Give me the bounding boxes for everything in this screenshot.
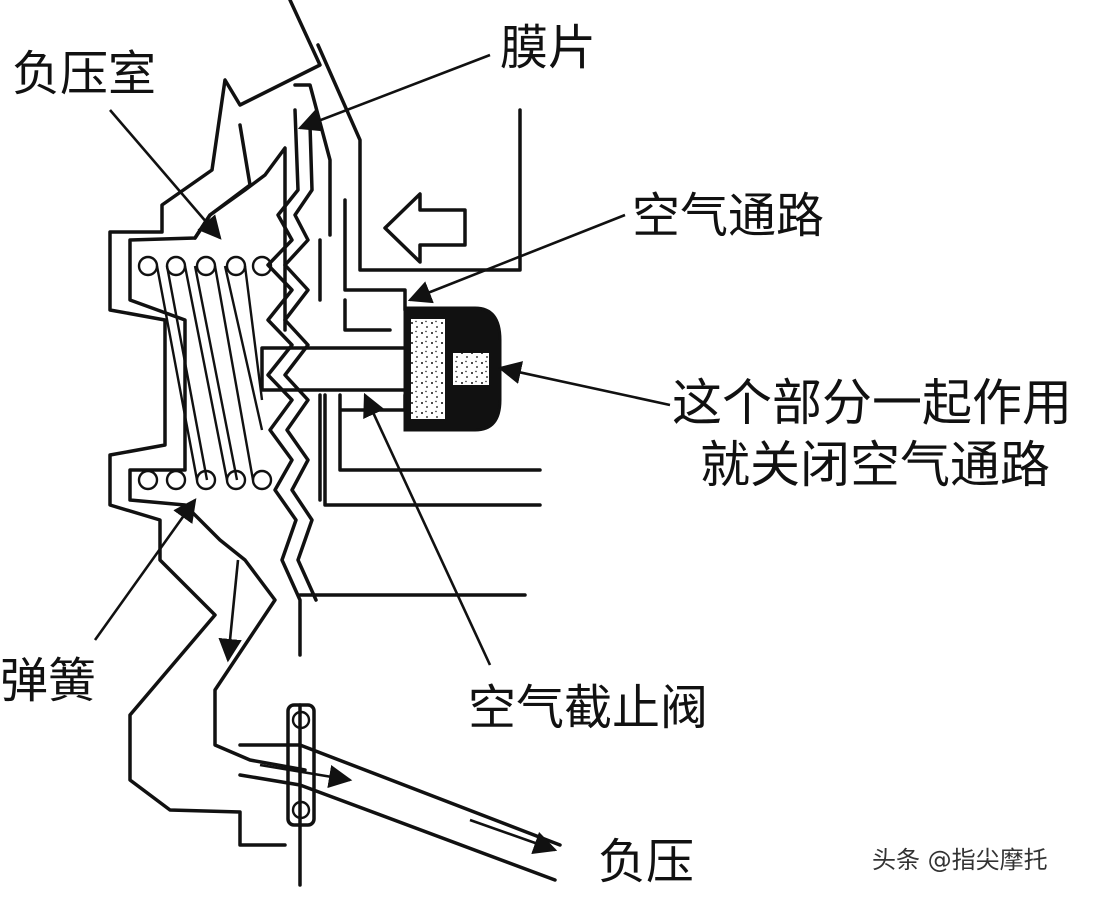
leader-negative-pressure-chamber — [109, 109, 222, 240]
label-function-line1: 这个部分一起作用 — [672, 374, 1072, 432]
diaphragm-membrane-inner — [283, 123, 318, 602]
valve-plug-insert — [409, 317, 447, 421]
leader-spring — [93, 498, 197, 641]
label-air-passage: 空气通路 — [632, 188, 825, 244]
label-air-cutoff-valve: 空气截止阀 — [468, 680, 709, 736]
label-negative-pressure-chamber: 负压室 — [12, 46, 157, 102]
label-negative-pressure: 负压 — [598, 834, 695, 890]
watermark-text: 头条 @指尖摩托 — [872, 846, 1048, 874]
leader-diaphragm — [297, 53, 491, 132]
label-diaphragm: 膜片 — [500, 20, 597, 76]
flow-arrow-out-2 — [469, 818, 558, 855]
cover-upper — [316, 43, 522, 272]
o-ring — [286, 703, 316, 827]
valve-plug-core — [451, 351, 491, 387]
label-spring: 弹簧 — [0, 653, 97, 709]
chamber-wall — [193, 146, 287, 332]
housing-outline — [108, 0, 322, 847]
flow-arrow-down — [218, 559, 242, 663]
leader-air-passage — [407, 213, 626, 304]
cover-plate — [293, 83, 407, 332]
air-flow-arrow — [383, 192, 467, 264]
label-function-line2: 就关闭空气通路 — [700, 436, 1050, 494]
flow-arrow-out-1 — [259, 763, 353, 789]
valve-seat — [323, 393, 542, 507]
spring — [137, 255, 273, 491]
leader-air-cutoff-valve — [363, 392, 492, 666]
diaphragm-membrane — [266, 108, 302, 657]
leader-function — [497, 361, 671, 407]
